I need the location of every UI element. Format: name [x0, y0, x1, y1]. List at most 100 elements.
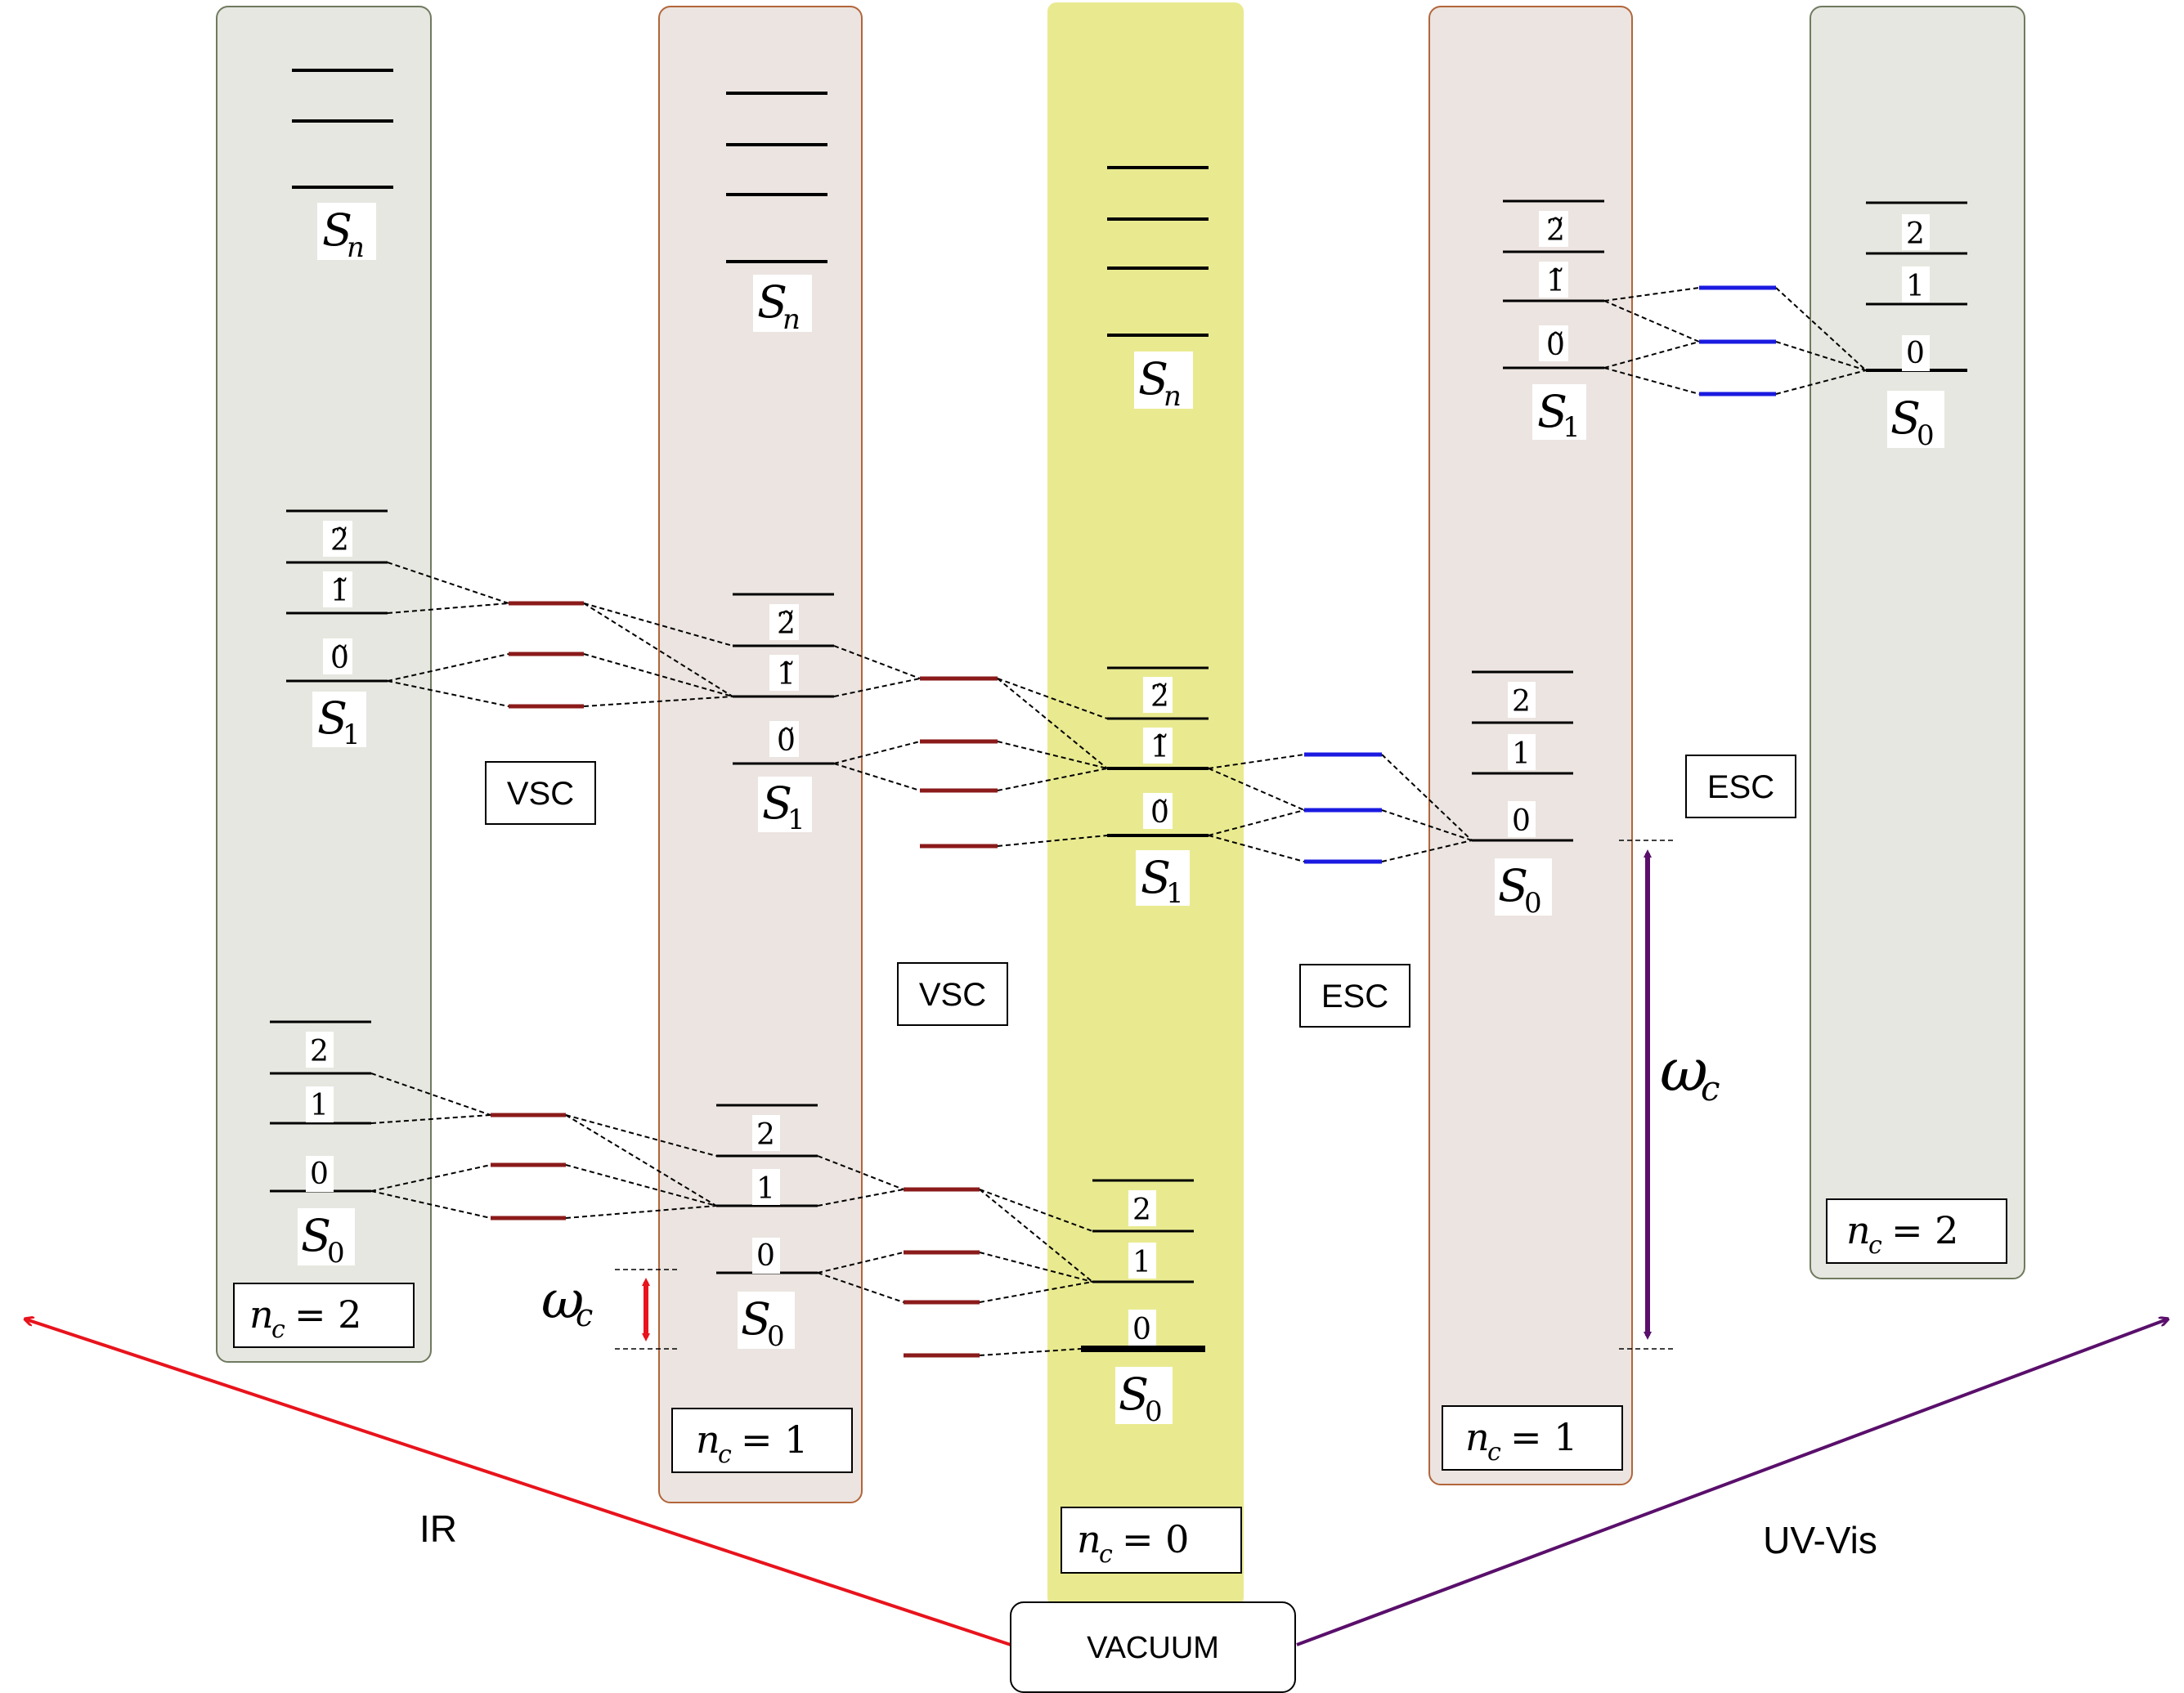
ir-arrow	[26, 1319, 1011, 1646]
esc-label-upper: ESC	[1685, 755, 1796, 818]
svg-text:S: S	[1890, 392, 1921, 444]
col1-sn-label: S n	[317, 203, 376, 264]
col5-s0-label: S 0	[1887, 391, 1944, 452]
svg-text:1: 1	[1906, 270, 1925, 303]
svg-text:1: 1	[1132, 1246, 1151, 1279]
col4-s1-vib-labels: 2̃ 1̃ 0̃	[1539, 211, 1568, 362]
svg-text:S: S	[1119, 1368, 1149, 1420]
column-ir-nc1	[658, 6, 863, 1503]
svg-text:ω: ω	[541, 1270, 584, 1331]
svg-text:1: 1	[1563, 411, 1581, 444]
svg-text:2̃: 2̃	[777, 607, 796, 641]
col4-s0-label: S 0	[1495, 858, 1552, 920]
svg-text:c: c	[1701, 1068, 1720, 1109]
col3-s0-vib-labels: 2 1 0	[1128, 1190, 1156, 1346]
svg-text:0: 0	[1917, 419, 1935, 452]
svg-text:S: S	[741, 1293, 771, 1345]
svg-text:0: 0	[1512, 804, 1531, 838]
svg-text:2: 2	[1132, 1194, 1151, 1227]
col5-s0-levels	[1866, 201, 1967, 372]
svg-text:S: S	[1537, 386, 1567, 437]
svg-text:ω: ω	[1660, 1036, 1708, 1104]
col4-s0-levels	[1472, 670, 1573, 842]
svg-text:= 1: = 1	[1510, 1415, 1577, 1459]
col3-s1-vib-labels: 2̃ 1̃ 0̃	[1143, 677, 1173, 830]
col1-s0-levels	[270, 1020, 371, 1193]
svg-text:0: 0	[310, 1158, 329, 1191]
col4-s1-levels	[1503, 199, 1604, 370]
svg-text:0̃: 0̃	[1546, 329, 1565, 362]
ir-label: IR	[419, 1507, 457, 1550]
svg-text:VSC: VSC	[919, 977, 986, 1013]
col3-s1-levels	[1107, 666, 1209, 837]
col1-s1-vib-labels: 2̃ 1̃ 0̃	[323, 521, 352, 675]
col4-s1-label: S 1	[1532, 384, 1586, 444]
col2-sn-levels	[726, 92, 827, 263]
col5-s0-vib-labels: 2 1 0	[1902, 214, 1930, 371]
esc-label-lower: ESC	[1299, 964, 1410, 1028]
col2-s1-levels	[733, 593, 834, 765]
col1-nc-label: n c = 2	[233, 1283, 415, 1348]
svg-text:0: 0	[327, 1237, 345, 1270]
svg-text:n: n	[783, 303, 801, 336]
svg-text:2: 2	[1512, 685, 1531, 719]
omega-c-large-indicator: ω c	[1619, 840, 1720, 1350]
col4-s0-vib-labels: 2 1 0	[1508, 682, 1536, 838]
uv-vis-label: UV-Vis	[1763, 1519, 1877, 1561]
svg-text:2: 2	[310, 1035, 329, 1068]
svg-text:1: 1	[1166, 877, 1184, 910]
col2-s1-vib-labels: 2̃ 1̃ 0̃	[769, 604, 799, 758]
col2-sn-label: S n	[753, 275, 812, 336]
svg-text:2: 2	[1906, 217, 1925, 251]
svg-text:0: 0	[1132, 1313, 1151, 1346]
svg-text:S: S	[757, 276, 787, 328]
svg-text:1: 1	[343, 719, 361, 751]
svg-text:1̃: 1̃	[330, 575, 349, 608]
svg-text:1̃: 1̃	[777, 658, 796, 692]
column-uv-nc2	[1810, 6, 2025, 1279]
vsc-polariton-levels	[491, 601, 998, 1358]
col1-s0-vib-labels: 2 1 0	[306, 1032, 334, 1192]
svg-text:ESC: ESC	[1321, 979, 1388, 1014]
svg-text:ESC: ESC	[1707, 769, 1774, 805]
svg-text:n: n	[1846, 1208, 1871, 1252]
svg-text:2̃: 2̃	[1546, 214, 1565, 248]
svg-text:0̃: 0̃	[1150, 796, 1169, 830]
col3-sn-label: S n	[1134, 352, 1193, 413]
svg-text:S: S	[1141, 852, 1171, 903]
svg-text:0: 0	[756, 1239, 775, 1273]
svg-text:0: 0	[767, 1320, 785, 1353]
col3-s0-label: S 0	[1115, 1367, 1173, 1428]
svg-text:2: 2	[756, 1118, 775, 1152]
vsc-label-upper: VSC	[485, 761, 596, 825]
svg-text:n: n	[1077, 1517, 1101, 1561]
svg-text:S: S	[317, 692, 348, 744]
col2-nc-label: n c = 1	[671, 1408, 853, 1473]
svg-text:0: 0	[1145, 1395, 1163, 1428]
col1-sn-levels	[292, 69, 393, 189]
svg-text:2̃: 2̃	[1150, 680, 1169, 714]
svg-text:1: 1	[310, 1089, 329, 1122]
svg-text:c: c	[1099, 1540, 1113, 1569]
col3-s0-levels	[1081, 1179, 1205, 1352]
svg-text:c: c	[576, 1297, 593, 1333]
svg-text:n: n	[1164, 380, 1182, 413]
svg-text:c: c	[718, 1440, 732, 1469]
svg-text:c: c	[1487, 1438, 1501, 1467]
col2-s1-label: S 1	[758, 777, 812, 836]
svg-text:n: n	[347, 231, 365, 264]
svg-text:= 0: = 0	[1122, 1517, 1189, 1561]
svg-text:S: S	[1498, 860, 1528, 911]
omega-c-small-indicator: ω c	[541, 1269, 679, 1350]
svg-text:1̃: 1̃	[1546, 265, 1565, 298]
svg-text:c: c	[1868, 1231, 1882, 1260]
svg-text:c: c	[271, 1315, 285, 1344]
svg-text:1: 1	[756, 1172, 775, 1206]
col3-sn-levels	[1107, 166, 1209, 337]
svg-text:0: 0	[1524, 887, 1542, 920]
col1-s1-label: S 1	[312, 692, 366, 751]
svg-text:n: n	[1465, 1415, 1490, 1459]
col4-nc-label: n c = 1	[1442, 1405, 1623, 1471]
svg-text:S: S	[322, 204, 352, 256]
